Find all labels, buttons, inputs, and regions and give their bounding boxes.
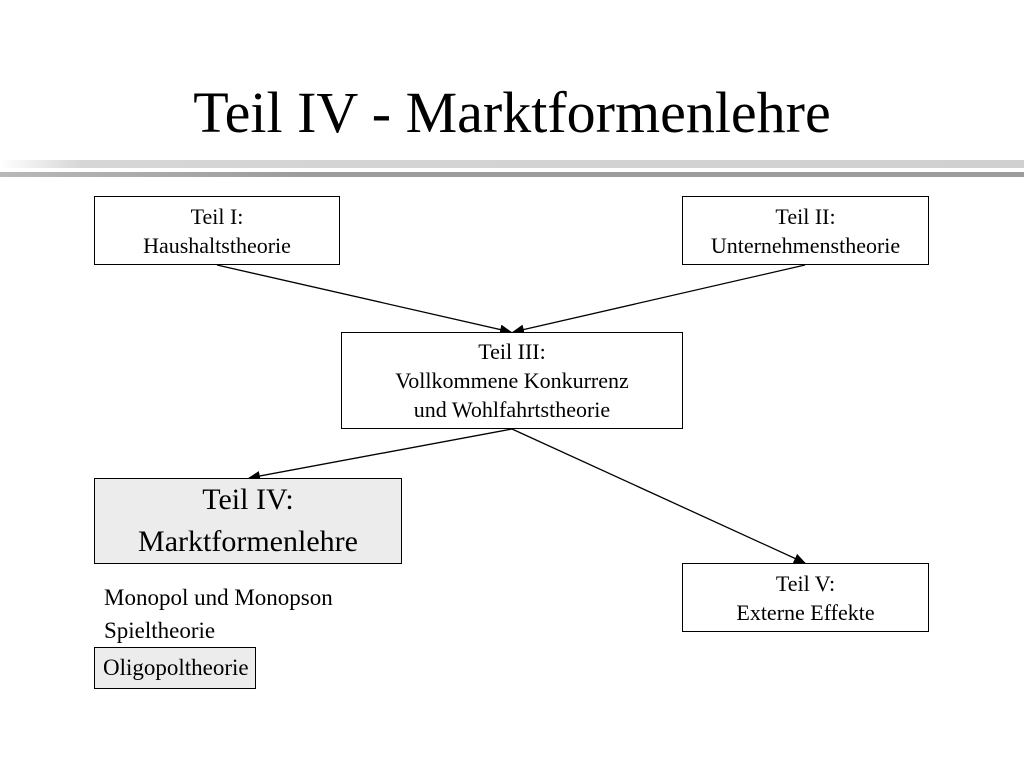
topic-list: Monopol und Monopson Spieltheorie Oligop… (94, 581, 333, 689)
title-rule-dark (0, 172, 1024, 177)
arrow-teil1-to-teil3 (216, 264, 512, 335)
box-teil4-marktformenlehre: Teil IV: Marktformenlehre (94, 478, 402, 564)
arrow-teil3-to-teil4 (248, 428, 513, 481)
topic-monopol: Monopol und Monopson (104, 585, 333, 610)
slide-title: Teil IV - Marktformenlehre (193, 80, 831, 145)
arrow-teil3-to-teil5 (511, 428, 806, 564)
box-teil1-haushaltstheorie: Teil I: Haushaltstheorie (94, 196, 340, 265)
box-teil2-unternehmenstheorie: Teil II: Unternehmenstheorie (682, 196, 929, 265)
box-teil4-subject: Marktformenlehre (138, 525, 358, 558)
arrow-teil2-to-teil3 (512, 264, 806, 335)
box-teil2-subject: Unternehmenstheorie (710, 232, 901, 258)
box-teil3-subject-line1: Vollkommene Konkurrenz (395, 368, 629, 393)
box-teil1-label: Teil I: (190, 203, 244, 229)
box-teil1-subject: Haushaltstheorie (143, 232, 291, 258)
title-rule-light (0, 160, 1024, 168)
box-teil5-subject: Externe Effekte (736, 599, 875, 625)
topic-oligopoltheorie-highlighted: Oligopoltheorie (94, 647, 256, 689)
box-teil5-externe-effekte: Teil V: Externe Effekte (682, 563, 929, 632)
box-teil2-label: Teil II: (775, 203, 836, 229)
box-teil3-label: Teil III: (478, 339, 546, 364)
box-teil4-label: Teil IV: (202, 483, 294, 516)
box-teil5-label: Teil V: (775, 570, 836, 596)
topic-spieltheorie: Spieltheorie (104, 618, 216, 643)
box-teil3-subject-line2: und Wohlfahrtstheorie (413, 397, 611, 422)
box-teil3-konkurrenz: Teil III: Vollkommene Konkurrenz und Woh… (341, 332, 683, 429)
